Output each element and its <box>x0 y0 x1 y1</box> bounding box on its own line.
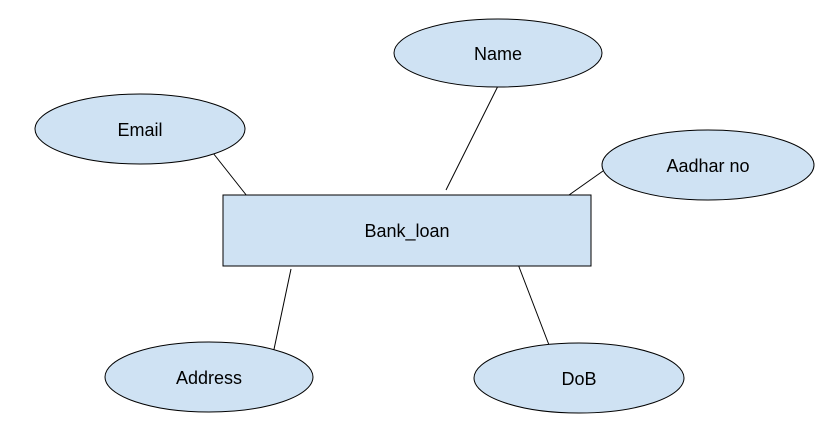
connector-dob <box>515 258 550 346</box>
entity-box <box>222 194 592 267</box>
attribute-aadhar-no: Aadhar no <box>601 129 815 201</box>
attribute-name: Name <box>393 18 603 88</box>
attribute-email-ellipse <box>34 93 246 165</box>
connector-email <box>212 152 248 197</box>
connector-address <box>272 268 292 355</box>
attribute-email: Email <box>34 93 246 165</box>
attribute-name-label: Name <box>474 44 522 64</box>
attribute-dob: DoB <box>473 342 685 414</box>
attribute-aadhar-no-label: Aadhar no <box>666 156 749 176</box>
attribute-name-ellipse <box>393 18 603 88</box>
attribute-address: Address <box>104 341 314 413</box>
attribute-dob-label: DoB <box>561 369 596 389</box>
attribute-email-label: Email <box>117 120 162 140</box>
entity-label: Bank_loan <box>364 221 449 242</box>
attribute-aadhar-no-ellipse <box>601 129 815 201</box>
attribute-dob-ellipse <box>473 342 685 414</box>
entity-bank-loan: Bank_loan <box>222 194 592 267</box>
attribute-address-ellipse <box>104 341 314 413</box>
connector-aadhar-no <box>568 170 604 196</box>
attribute-address-label: Address <box>176 368 242 388</box>
connector-name <box>445 85 499 191</box>
